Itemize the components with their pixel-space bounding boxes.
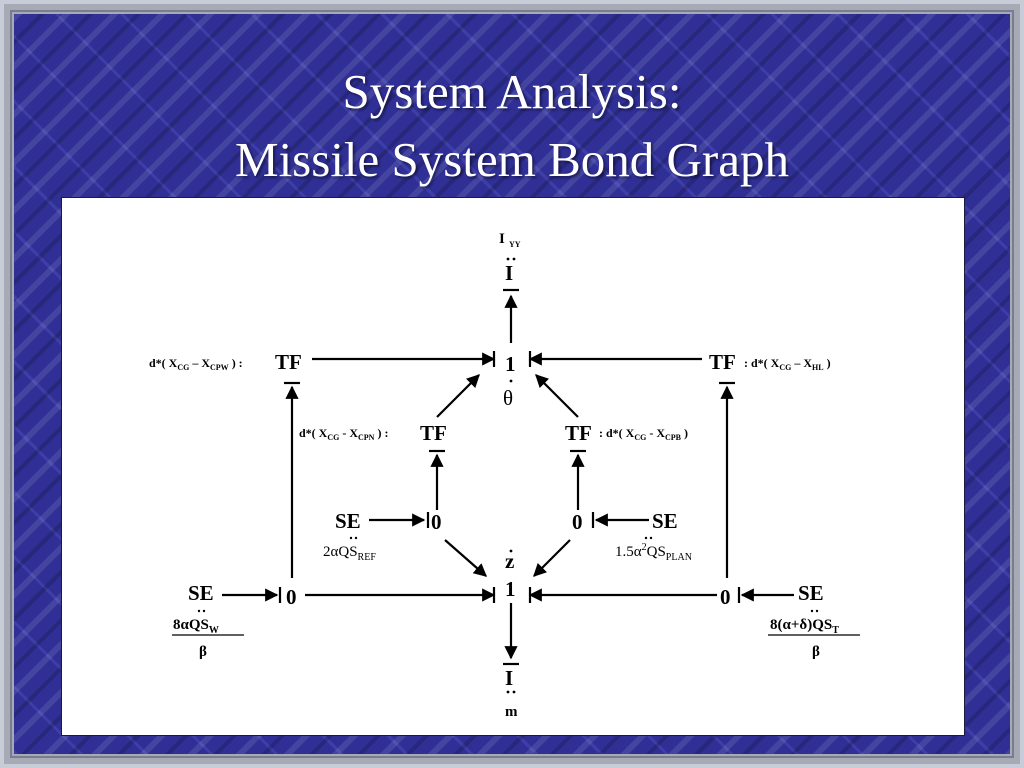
se-outer-right-numerator: 8(α+δ)QST [770, 617, 839, 636]
bond-tf-inner-left-to-theta [436, 374, 480, 418]
bond-graph-diagram: I YY I 1 θ z 1 I m d*( XCG – XCPW ) : TF… [149, 231, 860, 720]
tf-outer-left-expression: d*( XCG – XCPW ) : [149, 356, 243, 372]
top-inertia-symbol: I [499, 231, 505, 247]
bond-zero-inner-left-to-z [444, 539, 487, 577]
bonds [222, 288, 794, 666]
tf-outer-right-label: TF [709, 350, 736, 374]
bond-tf-inner-right-to-theta [535, 374, 579, 418]
zero-junction-outer-right: 0 [720, 585, 731, 609]
tf-inner-right-label: TF [565, 421, 592, 445]
se-outer-left: SE 8αQSW β [172, 581, 244, 660]
se-outer-right-denominator: β [812, 644, 820, 660]
tf-outer-right-expression: : d*( XCG – XHL ) [744, 356, 831, 372]
bond-graph-panel: I YY I 1 θ z 1 I m d*( XCG – XCPW ) : TF… [61, 197, 965, 736]
zero-junction-outer-left: 0 [286, 585, 297, 609]
junction-1-theta: 1 [505, 352, 516, 376]
title-line-2: Missile System Bond Graph [235, 132, 789, 187]
slide-title: System Analysis: Missile System Bond Gra… [0, 58, 1024, 194]
bond-zero-inner-right-to-z [533, 539, 571, 577]
se-outer-right-label: SE [798, 581, 824, 605]
tf-outer-left-label: TF [275, 350, 302, 374]
bottom-inertia-element: I m [505, 666, 518, 720]
bottom-inertia-mass: m [505, 704, 518, 720]
tf-outer-right: TF : d*( XCG – XHL ) [709, 350, 831, 374]
theta-variable: θ [503, 386, 513, 410]
tf-inner-right: TF : d*( XCG - XCPB ) [565, 421, 688, 445]
center-bottom-junction: z 1 [505, 549, 516, 601]
se-outer-left-numerator: 8αQSW [173, 617, 219, 636]
se-inner-right-label: SE [652, 509, 678, 533]
center-top-junction: 1 θ [503, 352, 516, 410]
se-inner-left: SE 2αQSREF [323, 509, 376, 563]
top-inertia-subscript: YY [509, 240, 521, 249]
tf-outer-left: d*( XCG – XCPW ) : TF [149, 350, 302, 374]
se-outer-left-denominator: β [199, 644, 207, 660]
z-variable: z [505, 549, 514, 573]
se-inner-right-expression: 1.5α2QSPLAN [615, 542, 692, 563]
zero-junction-inner-left: 0 [431, 510, 442, 534]
junction-1-z: 1 [505, 577, 516, 601]
se-inner-left-label: SE [335, 509, 361, 533]
tf-inner-left-expression: d*( XCG - XCPN ) : [299, 426, 388, 442]
zero-junction-inner-right: 0 [572, 510, 583, 534]
tf-inner-left-label: TF [420, 421, 447, 445]
se-outer-left-label: SE [188, 581, 214, 605]
bottom-inertia-I: I [505, 666, 513, 690]
tf-inner-right-expression: : d*( XCG - XCPB ) [599, 426, 688, 442]
se-inner-left-expression: 2αQSREF [323, 544, 376, 563]
title-line-1: System Analysis: [342, 64, 682, 119]
top-inertia-element: I YY I [499, 231, 521, 285]
se-outer-right: SE 8(α+δ)QST β [768, 581, 860, 660]
se-inner-right: SE 1.5α2QSPLAN [615, 509, 692, 563]
top-inertia-I: I [505, 261, 513, 285]
tf-inner-left: d*( XCG - XCPN ) : TF [299, 421, 447, 445]
